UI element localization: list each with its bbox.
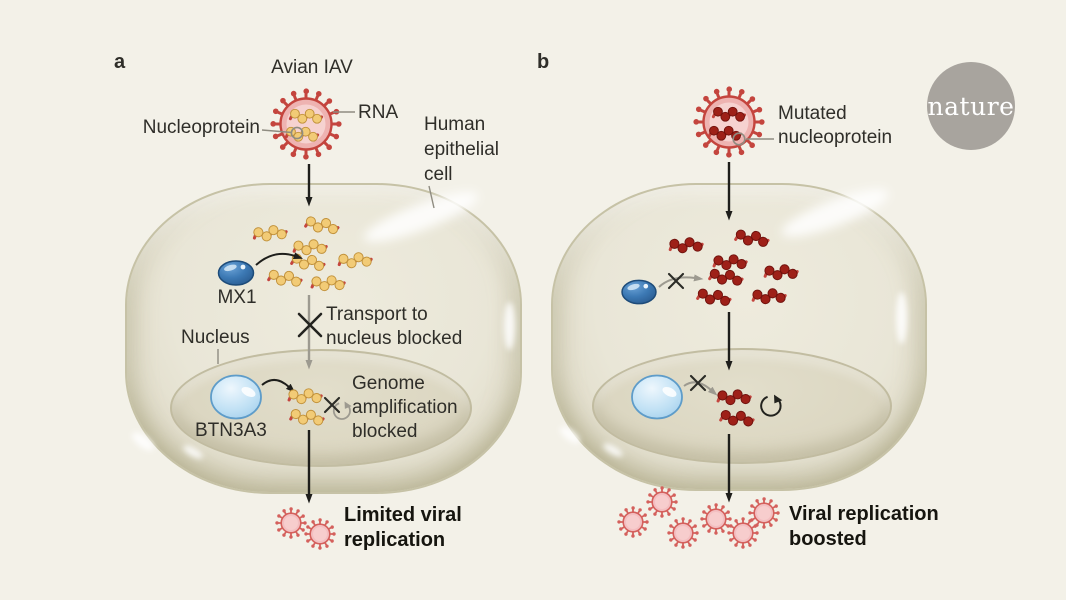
nucleoprotein-callout-ring bbox=[290, 126, 304, 140]
panel-b-label: b bbox=[537, 51, 550, 73]
nature-logo-text: nature bbox=[927, 91, 1015, 121]
progeny-virion bbox=[727, 517, 759, 549]
progeny-virion bbox=[275, 507, 307, 539]
panel-a-label: a bbox=[114, 51, 126, 73]
cell-highlight bbox=[504, 302, 515, 350]
nucleus-b bbox=[592, 348, 892, 464]
rnp-segment bbox=[707, 124, 743, 142]
virus-title: Avian IAV bbox=[271, 57, 353, 78]
result-b: Viral replication boosted bbox=[789, 503, 939, 550]
result-a: Limited viral replication bbox=[344, 504, 462, 551]
mutated-virus-icon bbox=[696, 89, 762, 155]
progeny-virion bbox=[646, 486, 678, 518]
progeny-virion bbox=[617, 506, 649, 538]
rnp-segment bbox=[284, 125, 320, 143]
nucleus-label: Nucleus bbox=[181, 327, 250, 348]
rnp-segment bbox=[288, 107, 324, 125]
rna-label: RNA bbox=[358, 102, 399, 123]
mx1-label: MX1 bbox=[217, 287, 257, 308]
btn3a3-label: BTN3A3 bbox=[195, 420, 267, 441]
nature-logo[interactable]: nature bbox=[927, 62, 1015, 150]
rnp-segment bbox=[711, 105, 747, 123]
avian-virus-icon bbox=[273, 91, 339, 157]
progeny-virion bbox=[304, 518, 336, 550]
cell-highlight bbox=[896, 292, 907, 344]
progeny-virion bbox=[667, 517, 699, 549]
transport-blocked-note: Transport to nucleus blocked bbox=[326, 304, 463, 349]
genome-blocked-note: Genome amplification blocked bbox=[352, 373, 458, 442]
progeny-virion bbox=[748, 497, 780, 529]
mutated-nucleoprotein-label: Mutated nucleoprotein bbox=[778, 103, 893, 148]
pointer-line bbox=[261, 129, 293, 134]
progeny-virion bbox=[700, 503, 732, 535]
nucleoprotein-callout-ring bbox=[732, 132, 746, 146]
nucleoprotein-label: Nucleoprotein bbox=[142, 117, 260, 138]
human-cell-label: Human epithelial cell bbox=[424, 114, 499, 185]
